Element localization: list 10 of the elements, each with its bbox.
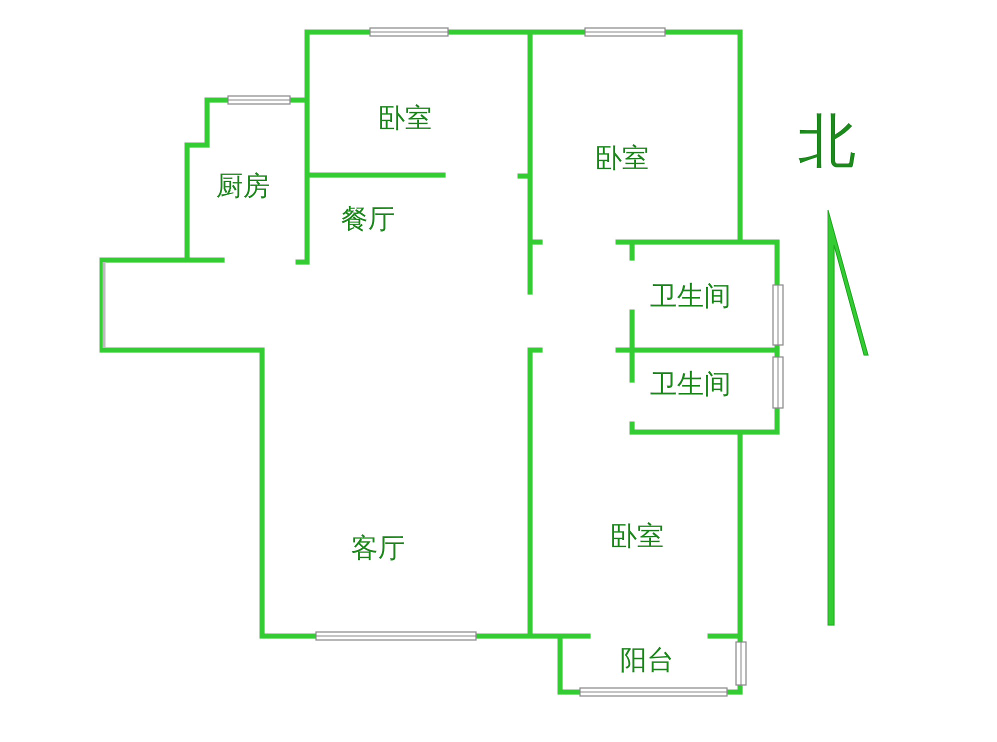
room-label: 厨房: [216, 173, 270, 200]
room-label: 卫生间: [650, 283, 731, 310]
room-label: 客厅: [351, 535, 405, 562]
room-label: 卧室: [595, 145, 649, 172]
room-label: 卧室: [378, 105, 432, 132]
room-label: 卫生间: [650, 371, 731, 398]
room-label: 阳台: [620, 647, 674, 674]
north-label: 北: [798, 112, 856, 170]
room-label: 餐厅: [341, 206, 395, 233]
room-label: 卧室: [610, 523, 664, 550]
